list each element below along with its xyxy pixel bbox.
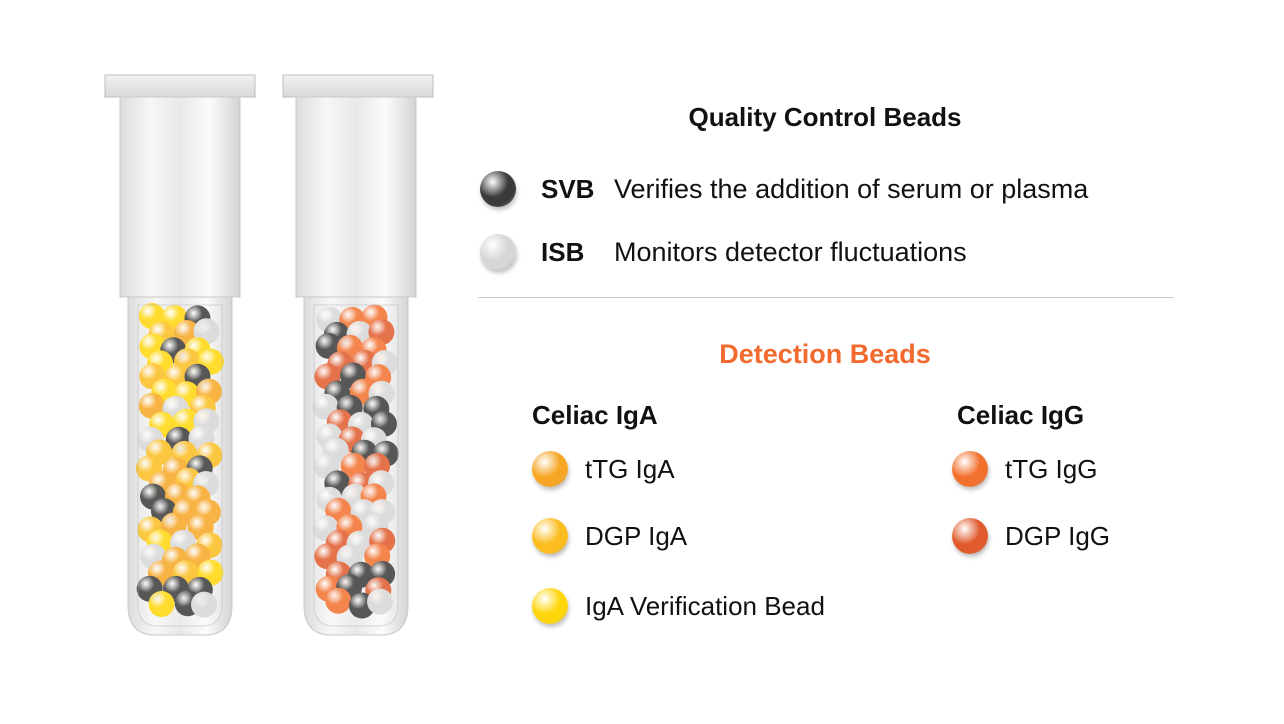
dark-gray-bead-icon (480, 171, 516, 207)
orange-yellow-bead-icon (532, 451, 568, 487)
bead (148, 591, 175, 617)
detection-title: Detection Beads (719, 339, 931, 369)
section-divider (478, 297, 1174, 298)
quality-control-title: Quality Control Beads (688, 102, 962, 132)
qc-description: Verifies the addition of serum or plasma (614, 173, 1089, 204)
bead (325, 587, 352, 614)
tube-cap (104, 74, 256, 98)
beads (312, 304, 399, 619)
legend-item-ttg-iga: tTG IgA (532, 447, 675, 491)
group-title-celiac-igg: Celiac IgG (957, 400, 1085, 430)
orange-bead-icon (952, 451, 988, 487)
qc-item-isb: ISB Monitors detector fluctuations (480, 230, 967, 274)
bead (191, 591, 217, 618)
group-title-celiac-iga: Celiac IgA (532, 400, 658, 430)
legend-label: IgA Verification Bead (585, 590, 825, 621)
red-orange-bead-icon (952, 518, 988, 554)
legend-item-dgp-igg: DGP IgG (952, 514, 1110, 558)
light-gray-bead-icon (480, 234, 516, 270)
celiac-igg-tube (282, 74, 434, 636)
legend-item-iga-verification-bead: IgA Verification Bead (532, 584, 825, 628)
qc-code: ISB (541, 236, 585, 267)
bead (138, 392, 165, 419)
legend-label: DGP IgG (1005, 520, 1111, 551)
qc-description: Monitors detector fluctuations (614, 236, 967, 267)
tube-upper (119, 96, 241, 298)
tube-cap (282, 74, 434, 98)
tube-glass-overlay (313, 304, 399, 627)
legend-item-ttg-igg: tTG IgG (952, 447, 1097, 491)
legend-label: DGP IgA (585, 520, 688, 551)
legend-item-dgp-iga: DGP IgA (532, 514, 687, 558)
legend-label: tTG IgG (1005, 453, 1098, 484)
tube-glass-overlay (137, 304, 223, 627)
bead (315, 332, 342, 359)
bead (367, 588, 393, 615)
beads (136, 303, 224, 618)
legend-label: tTG IgA (585, 453, 675, 484)
yellow-bead-icon (532, 588, 568, 624)
qc-code: SVB (541, 173, 595, 204)
gold-bead-icon (532, 518, 568, 554)
tube-upper (295, 96, 417, 298)
celiac-iga-tube (104, 74, 256, 636)
tubes-illustration (104, 74, 434, 636)
qc-item-svb: SVB Verifies the addition of serum or pl… (480, 167, 1088, 211)
